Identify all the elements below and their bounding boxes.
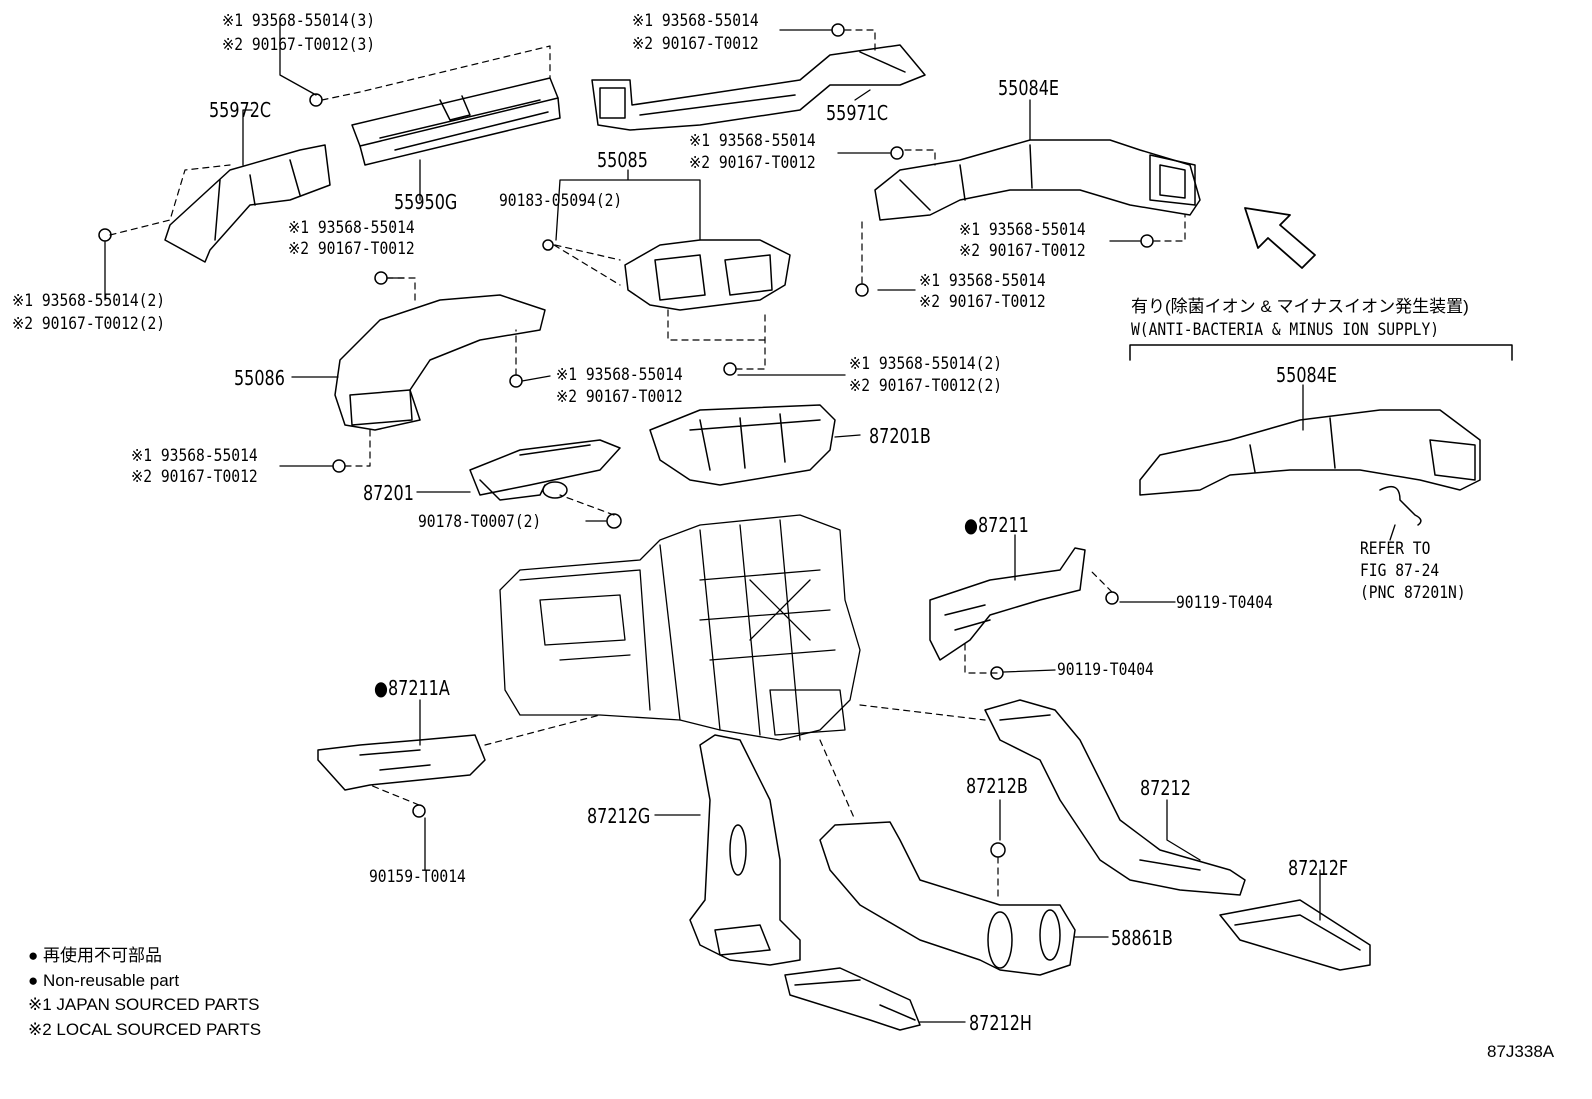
part-label-55950g: 55950G [394,190,458,214]
legend-local-sourced: ※2 LOCAL SOURCED PARTS [28,1020,262,1039]
legend-nonreusable-en: ● Non-reusable part [28,971,180,990]
fastener-label: ※2 90167-T0012(2) [849,376,1003,396]
part-label-87212b: 87212B [966,774,1028,798]
refer-line-2: FIG 87-24 [1360,561,1440,581]
legend-japan-sourced: ※1 JAPAN SOURCED PARTS [28,995,260,1014]
hvac-unit-drawing [499,514,861,741]
fastener-label: 90159-T0014 [369,867,466,887]
duct-87212h-drawing [784,967,921,1031]
part-87211-drawing [929,547,1086,661]
option-label-en: W(ANTI-BACTERIA & MINUS ION SUPPLY) [1131,320,1440,340]
fastener-label: 90119-T0404 [1057,660,1154,680]
part-87211a-drawing [317,734,486,791]
fastener-label: ※2 90167-T0012 [689,153,816,173]
duct-58861b-drawing [819,821,1076,976]
fastener-label: 90183-05094(2) [499,191,623,211]
part-label-87211a: ●87211A [374,676,450,700]
fastener-label: ※1 93568-55014 [556,365,683,385]
legend-nonreusable-jp: ● 再使用不可部品 [28,946,162,965]
duct-55084e-drawing [874,139,1201,221]
fastener-label: ※2 90167-T0012 [288,239,415,259]
fastener-label: 90178-T0007(2) [418,512,542,532]
fastener-label: ※2 90167-T0012 [959,241,1086,261]
figure-id: 87J338A [1487,1042,1555,1061]
fastener-label: ※2 90167-T0012(2) [12,314,166,334]
fastener-label: ※1 93568-55014(3) [222,11,376,31]
part-87201b-drawing [649,404,836,486]
fastener-label: ※2 90167-T0012 [556,387,683,407]
fastener-label: ※1 93568-55014(2) [12,291,166,311]
fastener-label: ※1 93568-55014 [632,11,759,31]
part-label-87201: 87201 [363,481,414,505]
refer-line-1: REFER TO [1360,539,1431,559]
fastener-label: ※1 93568-55014 [131,446,258,466]
part-label-87211: ●87211 [964,513,1029,537]
part-label-55084e: 55084E [998,76,1060,100]
assembly-dashed-lines [109,29,1186,901]
part-label-87212h: 87212H [969,1011,1032,1035]
part-label-55084e-option: 55084E [1276,363,1338,387]
fastener-label: 90119-T0404 [1176,593,1273,613]
part-label-55972c: 55972C [209,98,272,122]
duct-55085-drawing [624,239,791,311]
fastener-label: ※2 90167-T0012(3) [222,35,376,55]
fastener-label: ※1 93568-55014 [919,271,1046,291]
part-label-87212f: 87212F [1288,856,1349,880]
leader-lines [104,21,1396,1023]
duct-55972c-drawing [164,144,331,263]
part-87201-drawing [469,439,621,501]
duct-55086-drawing [334,294,546,431]
fastener-label: ※1 93568-55014 [959,220,1086,240]
fastener-label: ※2 90167-T0012 [131,467,258,487]
direction-arrow [1244,207,1316,269]
duct-87212-drawing [984,699,1246,896]
part-label-55085: 55085 [597,148,648,172]
fastener-label: ※1 93568-55014 [288,218,415,238]
fastener-label: ※2 90167-T0012 [632,34,759,54]
part-label-87212g: 87212G [587,804,651,828]
duct-55950g-drawing [351,77,561,166]
option-label-jp: 有り(除菌イオン & マイナスイオン発生装置) [1131,297,1469,316]
fastener-label: ※1 93568-55014 [689,131,816,151]
duct-87212g-drawing [689,734,801,966]
fastener-label: ※1 93568-55014(2) [849,354,1003,374]
option-bracket [1129,344,1513,361]
fastener-label: ※2 90167-T0012 [919,292,1046,312]
part-label-58861b: 58861B [1111,926,1173,950]
part-label-55086: 55086 [234,366,285,390]
refer-line-3: (PNC 87201N) [1360,583,1466,603]
duct-87212f-drawing [1219,899,1371,971]
duct-55971c-drawing [591,44,926,131]
part-label-55971c: 55971C [826,101,889,125]
part-label-87201b: 87201B [869,424,931,448]
duct-55084e-option-drawing [1139,409,1481,526]
part-label-87212: 87212 [1140,776,1191,800]
